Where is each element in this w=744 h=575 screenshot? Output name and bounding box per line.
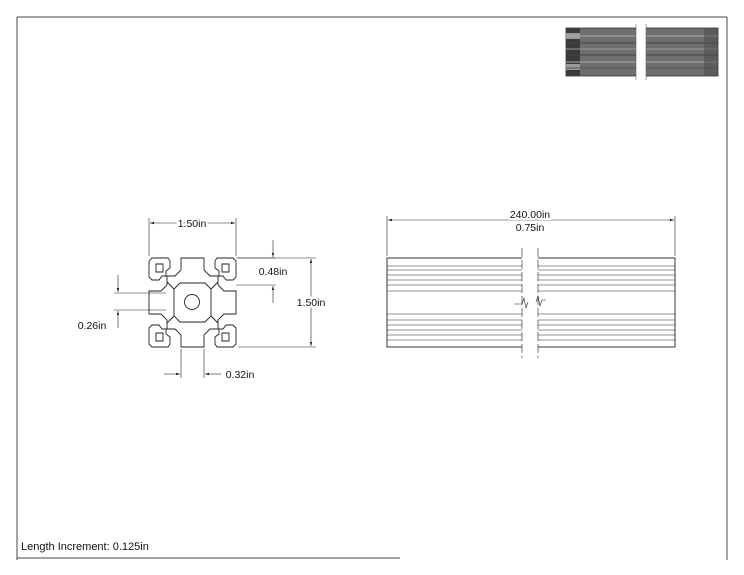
side-view (386, 248, 676, 358)
dim-label-length: 240.00in (510, 209, 550, 221)
profile-cross-section (148, 257, 237, 348)
dim-profile-width: 1.50in (148, 216, 237, 256)
dim-profile-height: 1.50in (238, 257, 328, 348)
dim-center-offset: 0.26in (78, 275, 166, 332)
dim-label-depth: 0.75in (516, 222, 545, 234)
dim-slot-width: 0.32in (164, 349, 254, 381)
dim-length: 240.00in 0.75in (386, 207, 676, 256)
dim-label-profile-width: 1.50in (178, 218, 207, 230)
length-increment-note: Length Increment: 0.125in (21, 541, 149, 553)
dim-label-slot-depth: 0.48in (259, 266, 288, 278)
dim-slot-depth: 0.48in (236, 240, 287, 303)
dim-label-slot-width: 0.32in (226, 369, 255, 381)
profile-thumbnail (565, 24, 719, 80)
dim-label-profile-height: 1.50in (297, 297, 326, 309)
dim-label-center-offset: 0.26in (78, 320, 107, 332)
sheet-border (16, 16, 728, 560)
